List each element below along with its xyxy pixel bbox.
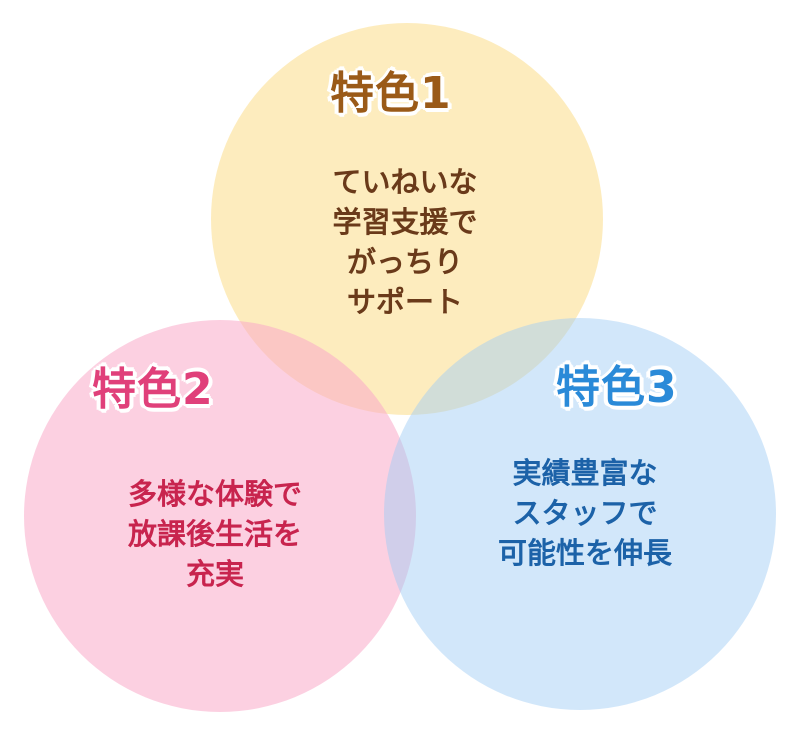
feature-1-description: ていねいな 学習支援で がっちり サポート [290,162,520,322]
feature-3-line: スタッフで [512,496,658,530]
feature-2-title: 特色2 [92,364,214,415]
feature-1-line: がっちり [346,245,463,279]
feature-1-title: 特色1 [330,68,452,119]
feature-1-line: 学習支援で [332,205,478,239]
feature-1-line: ていねいな [332,165,478,199]
feature-3-line: 可能性を伸長 [497,536,672,570]
feature-2-line: 放課後生活を [127,517,302,551]
feature-2-line: 多様な体験で [127,477,302,511]
feature-2-circle [24,320,416,712]
feature-3-title: 特色3 [556,362,678,413]
feature-2-description: 多様な体験で 放課後生活を 充実 [90,474,340,594]
feature-2-line: 充実 [185,557,244,591]
feature-3-line: 実績豊富な [512,456,658,490]
feature-3-circle [384,318,776,710]
feature-3-description: 実績豊富な スタッフで 可能性を伸長 [470,453,700,573]
feature-1-line: サポート [346,285,463,319]
